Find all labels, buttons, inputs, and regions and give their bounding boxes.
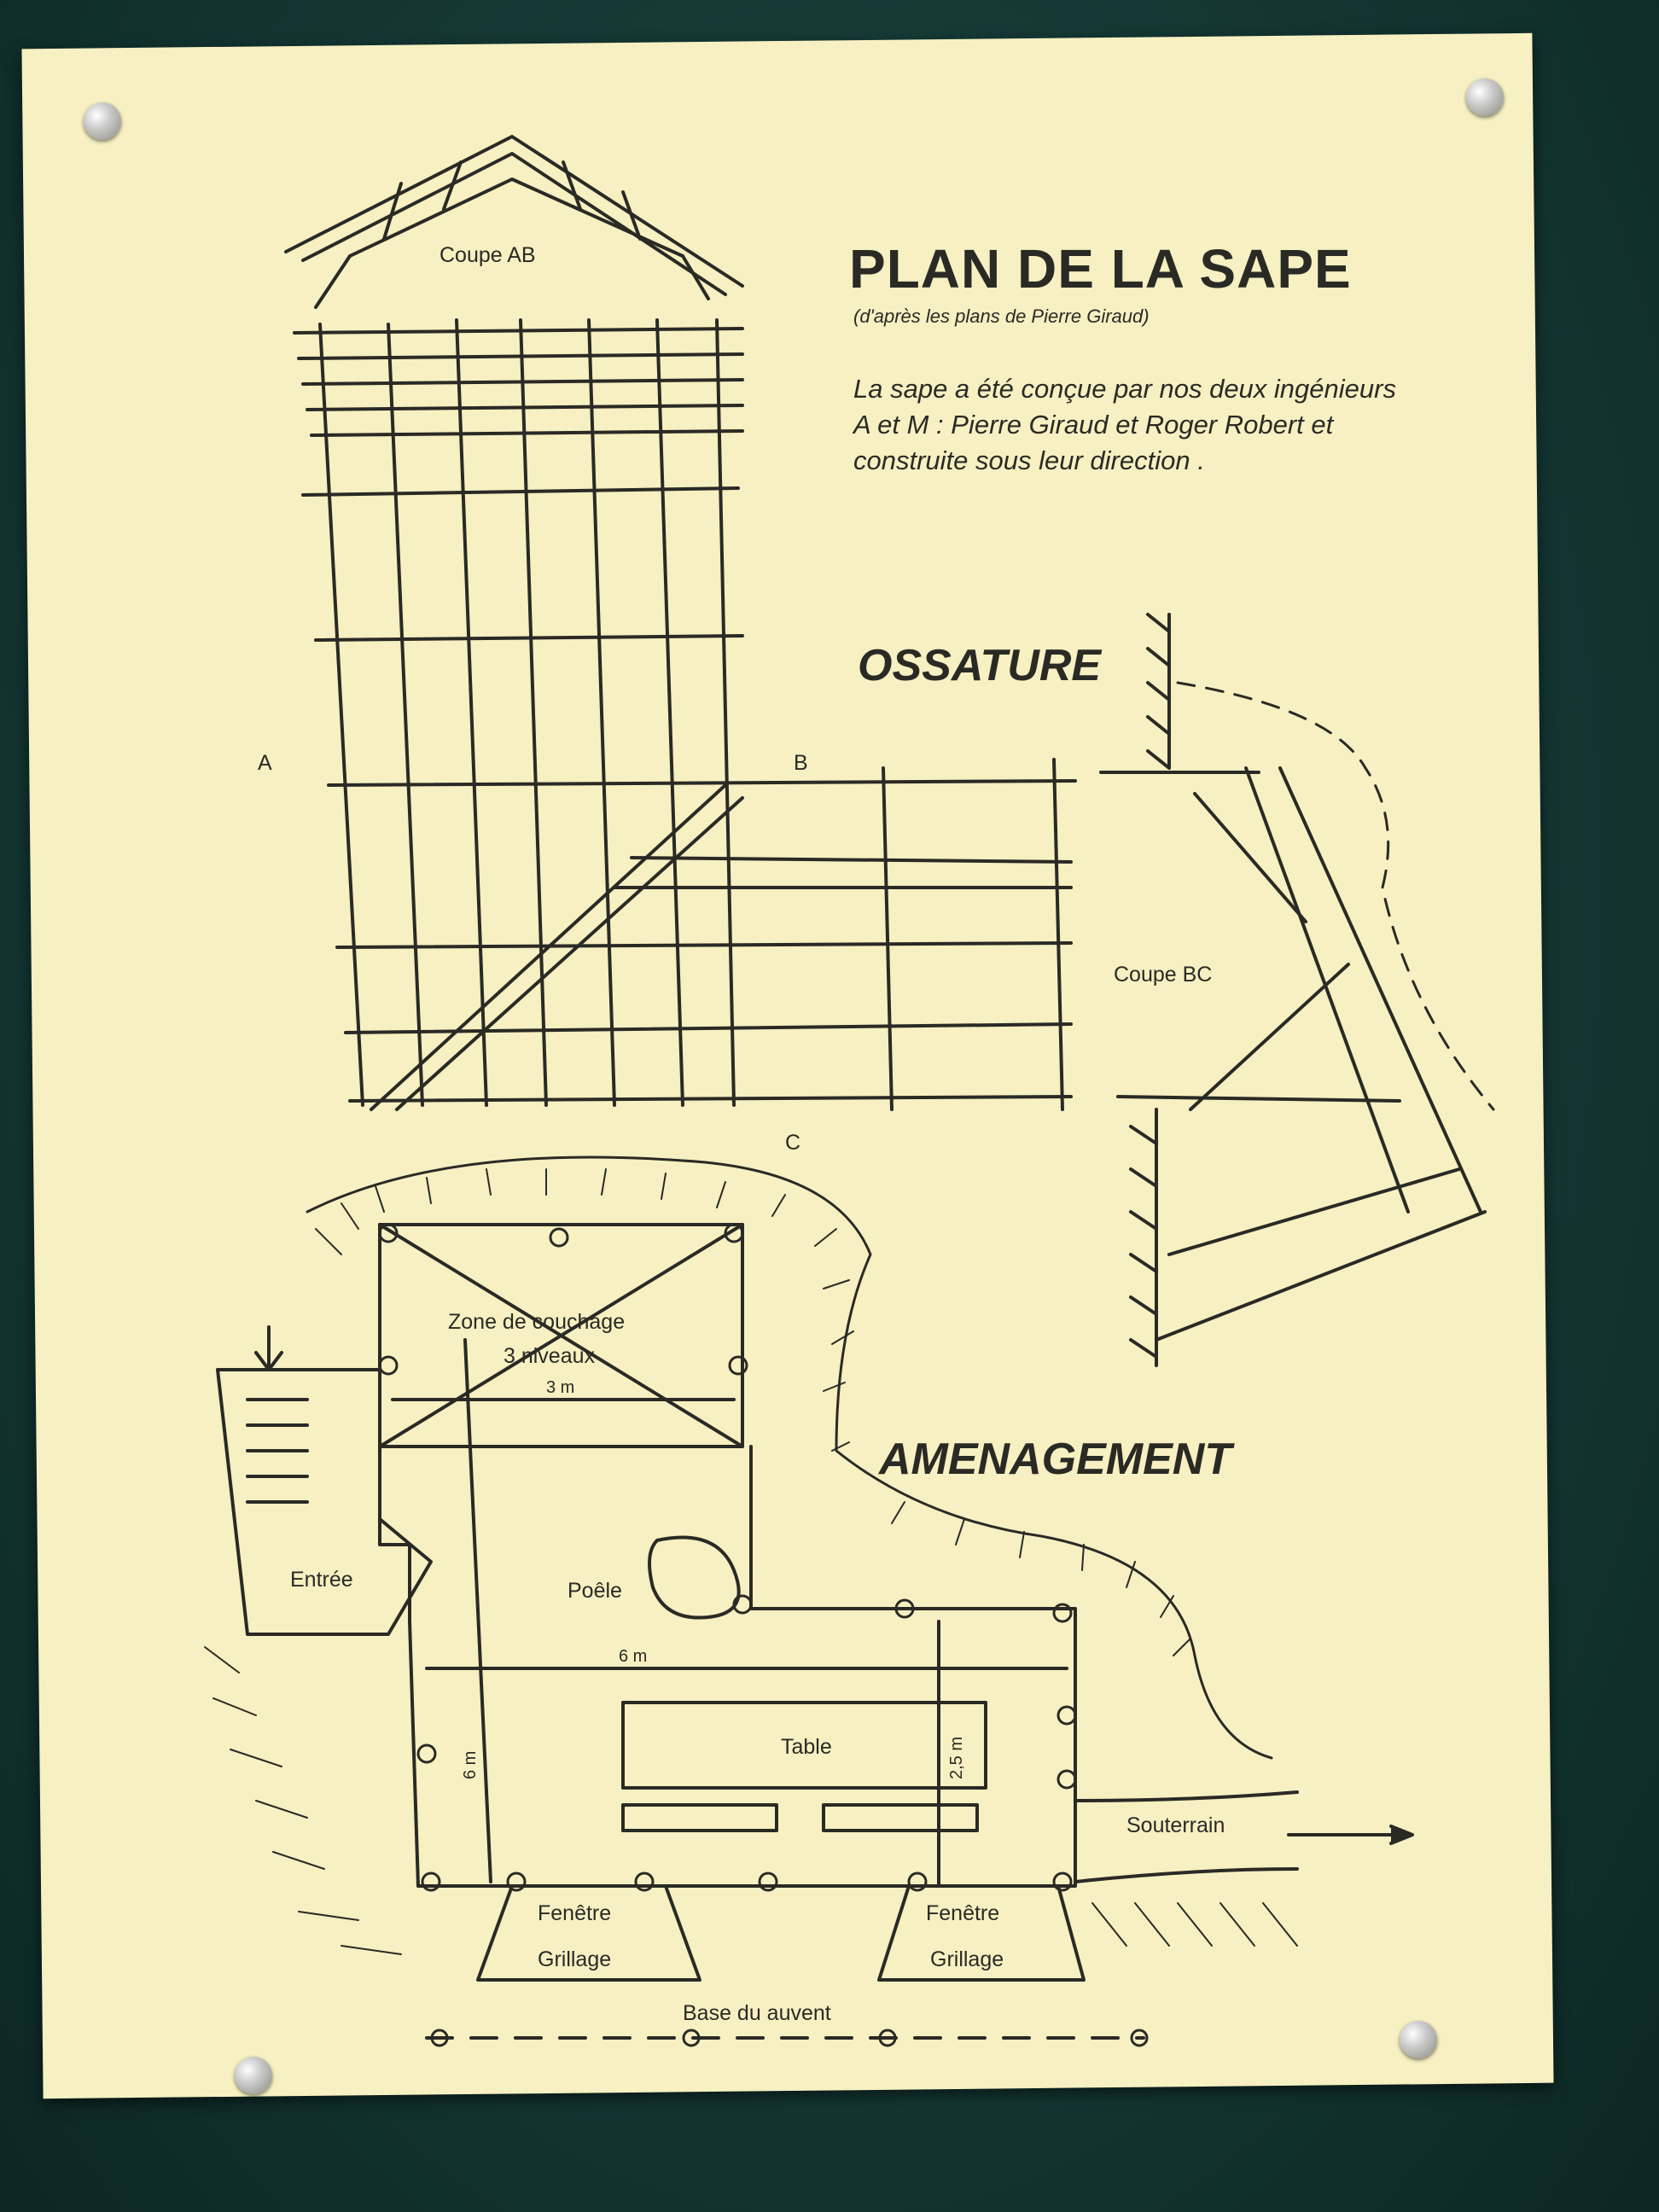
marker-a: A [258,751,272,775]
label-entrance: Entrée [290,1568,353,1592]
marker-c: C [785,1131,801,1155]
marker-b: B [794,751,808,775]
label-tunnel: Souterrain [1126,1813,1225,1837]
push-pin-icon [1400,2021,1437,2058]
label-sleeping-zone: Zone de couchage [448,1310,626,1334]
label-section-bc: Coupe BC [1114,963,1213,987]
label-dim-3m: 3 m [546,1378,575,1397]
label-sleeping-levels: 3 niveaux [504,1344,596,1368]
section-title-frame: OSSATURE [858,641,1102,690]
label-section-ab: Coupe AB [439,243,536,267]
label-dim-6m-vertical: 6 m [461,1750,480,1779]
label-window-left: Fenêtre [538,1901,612,1925]
label-dim-6m: 6 m [619,1647,648,1666]
label-grille-left: Grillage [538,1947,612,1971]
arrow-down-icon [254,1325,283,1371]
arrow-right-icon [1287,1825,1414,1845]
post-markers [378,1223,1149,2047]
roof-truss-drawing [284,135,744,309]
intro-paragraph: La sape a été conçue par nos deux ingéni… [853,374,1396,475]
label-awning-base: Base du auvent [683,2001,831,2025]
section-bc-drawing [1099,613,1495,1367]
push-pin-icon [1466,79,1504,116]
floor-plan-drawing [216,1155,1299,2040]
label-table: Table [781,1735,832,1759]
earth-hatching [204,1168,1298,1955]
section-title-layout: AMENAGEMENT [879,1435,1232,1484]
label-stove: Poêle [568,1579,622,1603]
push-pin-icon [235,2057,272,2094]
label-dim-25m: 2,5 m [947,1736,966,1779]
page-subtitle: (d'après les plans de Pierre Giraud) [853,306,1150,327]
label-window-right: Fenêtre [926,1901,1000,1925]
page-title: PLAN DE LA SAPE [849,238,1352,300]
frame-grid-upper [293,318,1077,1111]
label-grille-right: Grillage [930,1947,1004,1971]
push-pin-icon [84,102,121,140]
